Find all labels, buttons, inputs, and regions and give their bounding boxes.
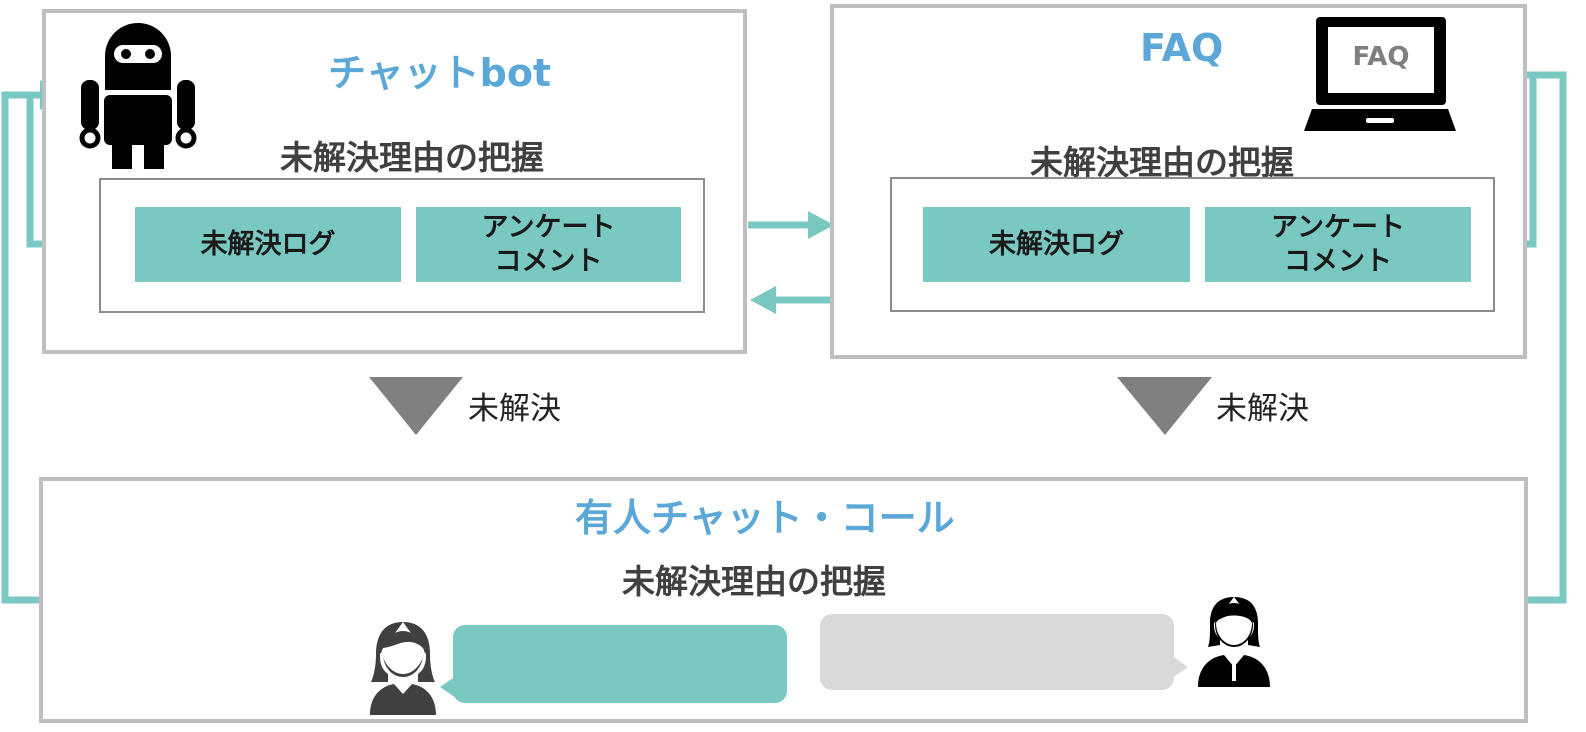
- customer-speech-bubble: [453, 625, 787, 703]
- customer-bubble-tail: [440, 676, 456, 698]
- faq-title: FAQ: [1140, 26, 1224, 70]
- arrowhead-to-chatbot: [750, 286, 776, 314]
- chatbot-title: チャットbot: [328, 51, 552, 95]
- faq-survey-label-line1: アンケート: [1271, 211, 1405, 243]
- unresolved-label-right: 未解決: [1216, 391, 1309, 427]
- chatbot-survey-label-line2: コメント: [494, 245, 603, 277]
- chatbot-survey-comment-tile: アンケート コメント: [416, 207, 681, 282]
- chatbot-survey-label-line1: アンケート: [481, 211, 616, 243]
- arrowhead-to-faq: [808, 211, 834, 239]
- faq-unresolved-log-tile: 未解決ログ: [923, 207, 1190, 282]
- faq-survey-label-line2: コメント: [1283, 245, 1392, 277]
- down-triangle-left: [369, 377, 463, 435]
- laptop-icon: [1304, 17, 1456, 131]
- faq-subtitle: 未解決理由の把握: [1030, 143, 1294, 182]
- chatbot-unresolved-log-tile: 未解決ログ: [135, 207, 401, 282]
- down-triangle-right: [1117, 377, 1212, 435]
- chatbot-subtitle: 未解決理由の把握: [280, 138, 544, 177]
- laptop-screen-text: FAQ: [1352, 42, 1410, 72]
- unresolved-label-left: 未解決: [468, 391, 561, 427]
- customer-person-icon: [370, 622, 436, 715]
- operator-bubble-tail: [1172, 656, 1188, 678]
- loop-connector-left: [1, 91, 44, 604]
- operator-speech-bubble: [820, 614, 1174, 690]
- operator-person-icon: [1198, 597, 1270, 687]
- human-support-subtitle: 未解決理由の把握: [622, 562, 886, 601]
- faq-survey-comment-tile: アンケート コメント: [1205, 207, 1471, 282]
- faq-unresolved-log-label: 未解決ログ: [989, 228, 1124, 260]
- robot-icon: [79, 23, 197, 169]
- chatbot-unresolved-log-label: 未解決ログ: [200, 228, 336, 260]
- human-support-title: 有人チャット・コール: [575, 496, 955, 540]
